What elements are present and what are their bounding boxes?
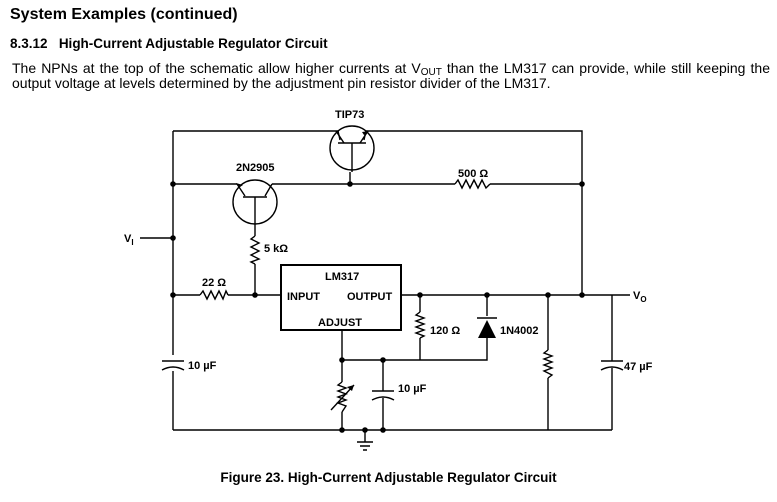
resistor-500-label: 500 Ω (458, 168, 488, 180)
lm317-box (280, 264, 402, 331)
body-paragraph: The NPNs at the top of the schematic all… (12, 61, 770, 91)
figure-caption: Figure 23. High-Current Adjustable Regul… (220, 470, 557, 485)
junction-dots (170, 181, 585, 433)
vi-label-main: V (124, 233, 132, 245)
resistor-22-label: 22 Ω (202, 277, 226, 289)
capacitor-adjust-label: 10 µF (398, 383, 427, 395)
vo-label: VO (633, 290, 647, 304)
lm317-adjust-label: ADJUST (318, 317, 362, 329)
2n2905-transistor-symbol (232, 179, 278, 225)
capacitor-input-label: 10 µF (188, 360, 217, 372)
tip73-transistor-symbol (329, 125, 375, 172)
capacitor-output-label: 47 µF (624, 361, 653, 373)
potentiometer-symbol (330, 381, 355, 413)
paragraph-part2: than the LM317 can provide, while still … (12, 60, 770, 91)
resistor-22-symbol (199, 289, 229, 301)
tip73-label: TIP73 (335, 109, 364, 121)
diode-label: 1N4002 (500, 325, 539, 337)
capacitor-output-symbol (600, 360, 624, 371)
paragraph-part1: The NPNs at the top of the schematic all… (12, 60, 421, 76)
resistor-120-label: 120 Ω (430, 325, 460, 337)
2n2905-label: 2N2905 (236, 162, 275, 174)
vi-label: VI (124, 233, 134, 247)
vo-label-main: V (633, 290, 641, 302)
wires (140, 130, 630, 442)
capacitor-input-symbol (160, 355, 186, 371)
subsection-title: High-Current Adjustable Regulator Circui… (58, 36, 328, 51)
subsection-number: 8.3.12 (10, 36, 48, 51)
vi-label-sub: I (131, 238, 133, 247)
subsection-heading: 8.3.12 High-Current Adjustable Regulator… (10, 36, 328, 51)
lm317-output-label: OUTPUT (347, 291, 393, 303)
paragraph-subscript: OUT (420, 67, 442, 78)
vo-label-sub: O (640, 295, 646, 304)
resistor-120-symbol (414, 311, 426, 339)
capacitor-adjust-symbol (371, 390, 395, 401)
lm317-input-label: INPUT (287, 291, 320, 303)
ground-symbol (357, 441, 373, 451)
resistor-5k-label: 5 kΩ (264, 243, 288, 255)
resistor-500-symbol (454, 178, 491, 190)
resistor-5k-symbol (249, 235, 261, 265)
section-title: System Examples (continued) (10, 6, 238, 23)
resistor-output-divider-symbol (542, 349, 554, 379)
diode-1n4002-symbol (477, 317, 497, 338)
lm317-label: LM317 (325, 271, 359, 283)
